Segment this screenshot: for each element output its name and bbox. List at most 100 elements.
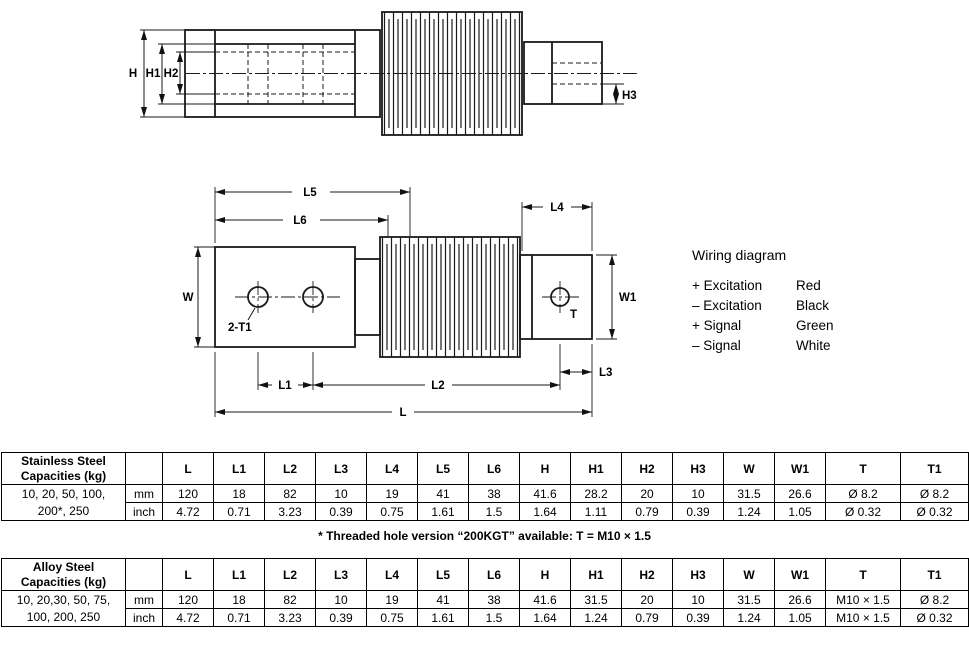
value-cell: 26.6 <box>774 590 826 609</box>
col-header: L5 <box>417 558 469 591</box>
col-header: H2 <box>621 558 673 591</box>
callout-t: T <box>570 309 577 321</box>
col-header: H1 <box>570 452 622 485</box>
col-header: L <box>162 558 214 591</box>
value-cell: 1.61 <box>417 502 469 521</box>
capacities-cell: 10, 20, 50, 100, 200*, 250 <box>1 484 126 521</box>
value-cell: 120 <box>162 484 214 503</box>
value-cell: 1.05 <box>774 502 826 521</box>
top-end-block <box>519 254 593 340</box>
col-header: L6 <box>468 558 520 591</box>
value-cell: 0.39 <box>315 502 367 521</box>
col-header: L2 <box>264 558 316 591</box>
side-view <box>184 11 640 136</box>
col-header: W1 <box>774 558 826 591</box>
col-header: L1 <box>213 452 265 485</box>
value-cell: 26.6 <box>774 484 826 503</box>
value-cell: 10 <box>315 484 367 503</box>
unit-cell: inch <box>125 608 163 627</box>
value-cell: 41.6 <box>519 590 571 609</box>
dim-label-l4: L4 <box>550 202 564 214</box>
value-cell: 0.71 <box>213 502 265 521</box>
value-cell: 1.24 <box>570 608 622 627</box>
value-cell: 1.11 <box>570 502 622 521</box>
top-neck <box>354 258 381 336</box>
value-cell: 31.5 <box>723 484 775 503</box>
wiring-row: + Excitation Red <box>692 276 942 296</box>
threaded-hole-footnote: * Threaded hole version “200KGT” availab… <box>318 529 651 543</box>
col-header: L3 <box>315 452 367 485</box>
value-cell: 0.71 <box>213 608 265 627</box>
value-cell: 1.05 <box>774 608 826 627</box>
side-view-dimensions: H H1 H2 H3 <box>129 29 637 118</box>
wiring-row: – Signal White <box>692 336 942 356</box>
dim-label-l5: L5 <box>303 187 317 199</box>
value-cell: 0.79 <box>621 608 673 627</box>
dim-label-h2: H2 <box>164 68 179 80</box>
wiring-signal: + Signal <box>692 318 742 333</box>
wiring-color: Black <box>796 298 830 313</box>
value-cell: M10 × 1.5 <box>825 608 901 627</box>
value-cell: Ø 0.32 <box>900 608 969 627</box>
dim-label-l3: L3 <box>599 367 612 379</box>
value-cell: 41.6 <box>519 484 571 503</box>
col-header: H2 <box>621 452 673 485</box>
value-cell: 41 <box>417 484 469 503</box>
value-cell: 20 <box>621 590 673 609</box>
dim-label-w: W <box>183 292 194 304</box>
dim-label-h: H <box>129 68 137 80</box>
wiring-color: Red <box>796 278 821 293</box>
wiring-signal: – Excitation <box>692 298 762 313</box>
value-cell: 1.61 <box>417 608 469 627</box>
alloy-steel-table: Alloy Steel Capacities (kg) L L1 L2 L3 L… <box>1 558 969 627</box>
value-cell: 1.24 <box>723 502 775 521</box>
col-header: L3 <box>315 558 367 591</box>
value-cell: 3.23 <box>264 608 316 627</box>
col-header: W1 <box>774 452 826 485</box>
value-cell: 41 <box>417 590 469 609</box>
value-cell: 18 <box>213 484 265 503</box>
value-cell: 0.75 <box>366 608 418 627</box>
col-header: W <box>723 452 775 485</box>
dim-label-l: L <box>399 407 406 419</box>
dim-label-h1: H1 <box>146 68 161 80</box>
stainless-steel-table: Stainless Steel Capacities (kg) L L1 L2 … <box>1 452 969 521</box>
wiring-diagram: Wiring diagram + Excitation Red – Excita… <box>692 247 942 356</box>
dim-label-l6: L6 <box>293 215 306 227</box>
value-cell: Ø 8.2 <box>900 590 969 609</box>
col-header: L2 <box>264 452 316 485</box>
value-cell: 1.24 <box>723 608 775 627</box>
value-cell: 4.72 <box>162 502 214 521</box>
value-cell: 10 <box>672 590 724 609</box>
col-header: H <box>519 452 571 485</box>
callout-2-t1: 2-T1 <box>228 322 252 334</box>
dim-label-l1: L1 <box>278 380 292 392</box>
value-cell: 10 <box>672 484 724 503</box>
value-cell: 4.72 <box>162 608 214 627</box>
col-header: T <box>825 452 901 485</box>
wiring-title: Wiring diagram <box>692 247 787 263</box>
top-view: 2-T1 T <box>214 236 593 358</box>
col-header: H1 <box>570 558 622 591</box>
wiring-row: – Excitation Black <box>692 296 942 316</box>
spec-tables: Stainless Steel Capacities (kg) L L1 L2 … <box>1 452 969 627</box>
dim-label-h3: H3 <box>622 90 637 102</box>
col-header: T <box>825 558 901 591</box>
value-cell: 18 <box>213 590 265 609</box>
value-cell: 82 <box>264 590 316 609</box>
value-cell: 38 <box>468 484 520 503</box>
value-cell: 1.64 <box>519 502 571 521</box>
wiring-color: Green <box>796 318 834 333</box>
col-header: H3 <box>672 558 724 591</box>
value-cell: M10 × 1.5 <box>825 590 901 609</box>
col-header: T1 <box>900 558 969 591</box>
col-header: L4 <box>366 558 418 591</box>
value-cell: Ø 0.32 <box>900 502 969 521</box>
col-header: H <box>519 558 571 591</box>
unit-cell: inch <box>125 502 163 521</box>
unit-cell: mm <box>125 484 163 503</box>
top-view-dimensions: W W1 L5 L6 L4 L1 L2 L3 <box>183 187 637 419</box>
col-header: L4 <box>366 452 418 485</box>
value-cell: 38 <box>468 590 520 609</box>
col-header: H3 <box>672 452 724 485</box>
